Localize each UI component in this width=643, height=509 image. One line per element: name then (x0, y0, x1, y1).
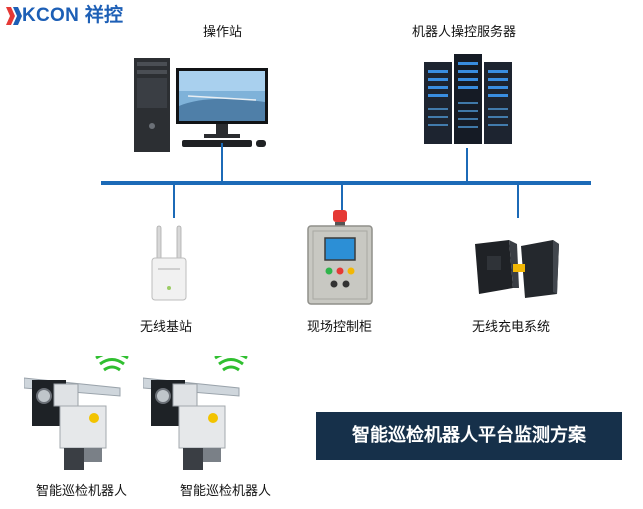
workstation-label: 操作站 (203, 25, 243, 40)
charger-connector-line (517, 184, 519, 218)
robot-label: 智能巡检机器人 (180, 484, 272, 499)
cabinet-connector-line (341, 184, 343, 218)
wireless-charging-label: 无线充电系统 (472, 320, 551, 335)
control-cabinet-icon (307, 210, 373, 305)
solution-title: 智能巡检机器人平台监测方案 (352, 425, 586, 446)
inspection-robot-icon (143, 356, 248, 470)
server-connector-line (466, 148, 468, 182)
base-station-connector-line (173, 184, 175, 218)
company-logo: KCON 祥控 (6, 5, 136, 27)
workstation-connector-line (221, 143, 223, 182)
robot-label: 智能巡检机器人 (36, 484, 128, 499)
server-rack-icon (424, 54, 512, 144)
solution-title-banner: 智能巡检机器人平台监测方案 (316, 412, 622, 460)
desktop-computer-icon (134, 58, 268, 152)
wireless-access-point-icon (151, 225, 187, 301)
network-bus-line (101, 181, 591, 185)
control-cabinet-label: 现场控制柜 (307, 320, 373, 335)
inspection-robot-icon (24, 356, 129, 470)
logo-text: KCON 祥控 (22, 5, 124, 26)
wireless-base-label: 无线基站 (140, 320, 193, 335)
wireless-charger-icon (475, 240, 559, 298)
kcon-x-logo-icon (6, 7, 22, 25)
server-label: 机器人操控服务器 (412, 25, 517, 40)
